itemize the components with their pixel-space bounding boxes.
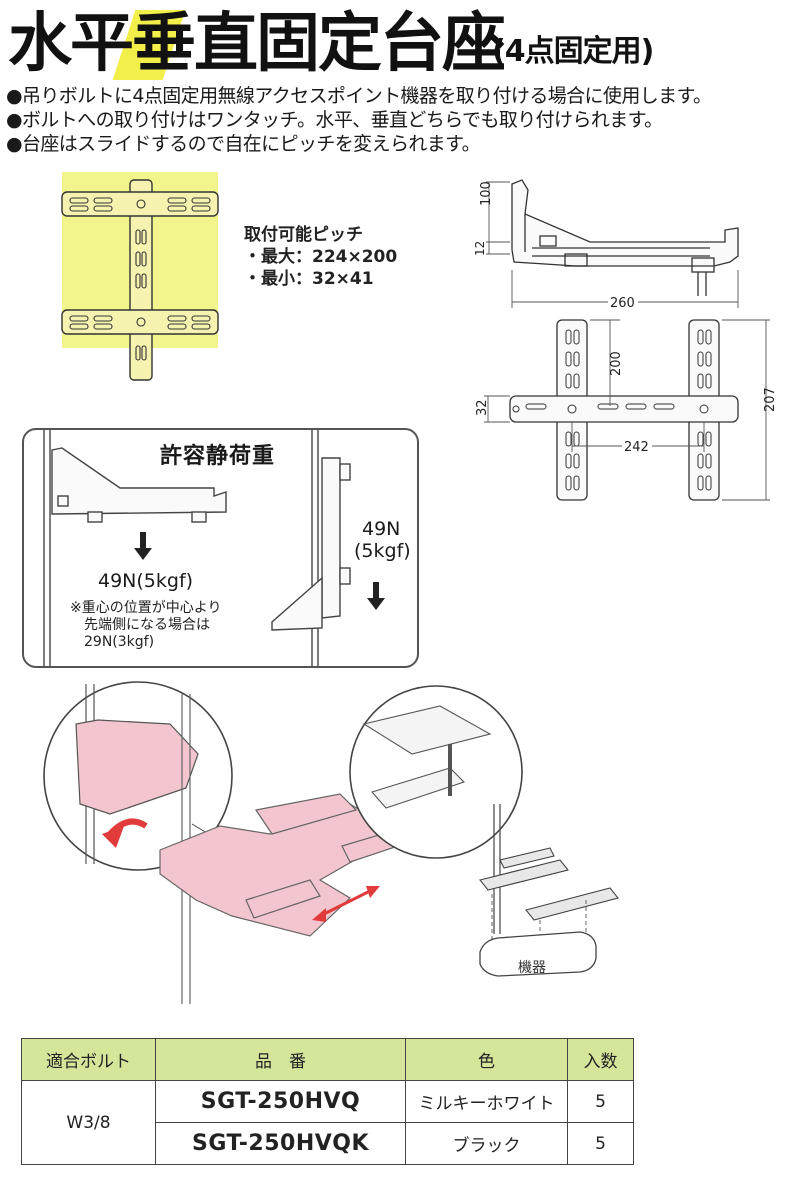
dim-260-bg <box>608 294 638 310</box>
page-title: 水平垂直固定台座 <box>8 7 506 81</box>
dim-12: 12 <box>473 241 487 256</box>
load-illustration <box>43 430 385 666</box>
pitch-bracket-drawing <box>61 179 219 381</box>
table-row: SGT-250HVQK ブラック 5 <box>22 1122 634 1165</box>
load-vertical-unit: (5kgf) <box>354 540 411 562</box>
feature-item: ●吊りボルトに4点固定用無線アクセスポイント機器を取り付ける場合に使用します。 <box>6 85 712 107</box>
pitch-max: ・最大：224×200 <box>244 247 398 267</box>
load-note-line: 29N(3kgf) <box>84 634 155 650</box>
cell-qty: 5 <box>567 1080 634 1123</box>
header-part: 品 番 <box>155 1038 406 1081</box>
side-view-drawing: 100 12 260 <box>473 179 739 311</box>
load-title: 許容静荷重 <box>160 444 276 469</box>
header-bolt: 適合ボルト <box>21 1038 156 1081</box>
top-view-drawing: 200 32 242 207 <box>475 319 778 501</box>
pitch-min: ・最小：32×41 <box>244 269 374 289</box>
dim-242-bg <box>622 438 652 454</box>
table-row: W3/8 SGT-250HVQ ミルキーホワイト 5 <box>21 1080 634 1165</box>
load-capacity-box <box>22 428 419 668</box>
load-note-line: ※重心の位置が中心より <box>70 600 222 616</box>
dim-207: 207 <box>763 387 778 412</box>
cell-color: ブラック <box>405 1122 568 1165</box>
header-color: 色 <box>405 1038 568 1081</box>
feature-item: ●台座はスライドするので自在にピッチを変えられます。 <box>6 133 481 155</box>
product-illustration <box>43 681 619 1004</box>
dim-242: 242 <box>624 440 649 455</box>
dim-32: 32 <box>475 399 490 416</box>
load-horizontal: 49N(5kgf) <box>98 570 194 592</box>
cell-qty: 5 <box>567 1122 634 1165</box>
feature-item: ●ボルトへの取り付けはワンタッチ。水平、垂直どちらでも取り付けられます。 <box>6 109 663 131</box>
cell-part: SGT-250HVQ <box>155 1080 406 1123</box>
page-subtitle: (4点固定用) <box>492 34 654 69</box>
dim-200: 200 <box>609 351 624 376</box>
load-note: ※重心の位置が中心より 先端側になる場合は 29N(3kgf) <box>70 600 221 651</box>
dim-100: 100 <box>479 181 494 206</box>
pitch-title: 取付可能ピッチ <box>244 225 363 245</box>
dim-260: 260 <box>610 296 635 311</box>
table-header-row: 適合ボルト 品 番 色 入数 <box>21 1038 634 1081</box>
device-shape <box>479 931 597 977</box>
cell-bolt: W3/8 <box>21 1080 156 1165</box>
device-label: 機器 <box>518 960 546 976</box>
load-vertical-value: 49N <box>362 518 401 540</box>
feature-list: ●吊りボルトに4点固定用無線アクセスポイント機器を取り付ける場合に使用します。 … <box>6 84 794 156</box>
header-qty: 入数 <box>567 1038 634 1081</box>
spec-table: 適合ボルト 品 番 色 入数 W3/8 SGT-250HVQ ミルキーホワイト … <box>21 1038 634 1165</box>
title-block: 水平垂直固定台座 (4点固定用) <box>8 4 788 82</box>
pitch-spec: 取付可能ピッチ ・最大：224×200 ・最小：32×41 <box>244 224 444 290</box>
load-note-line: 先端側になる場合は <box>84 617 210 633</box>
cell-color: ミルキーホワイト <box>405 1080 568 1123</box>
cell-part: SGT-250HVQK <box>155 1122 406 1165</box>
